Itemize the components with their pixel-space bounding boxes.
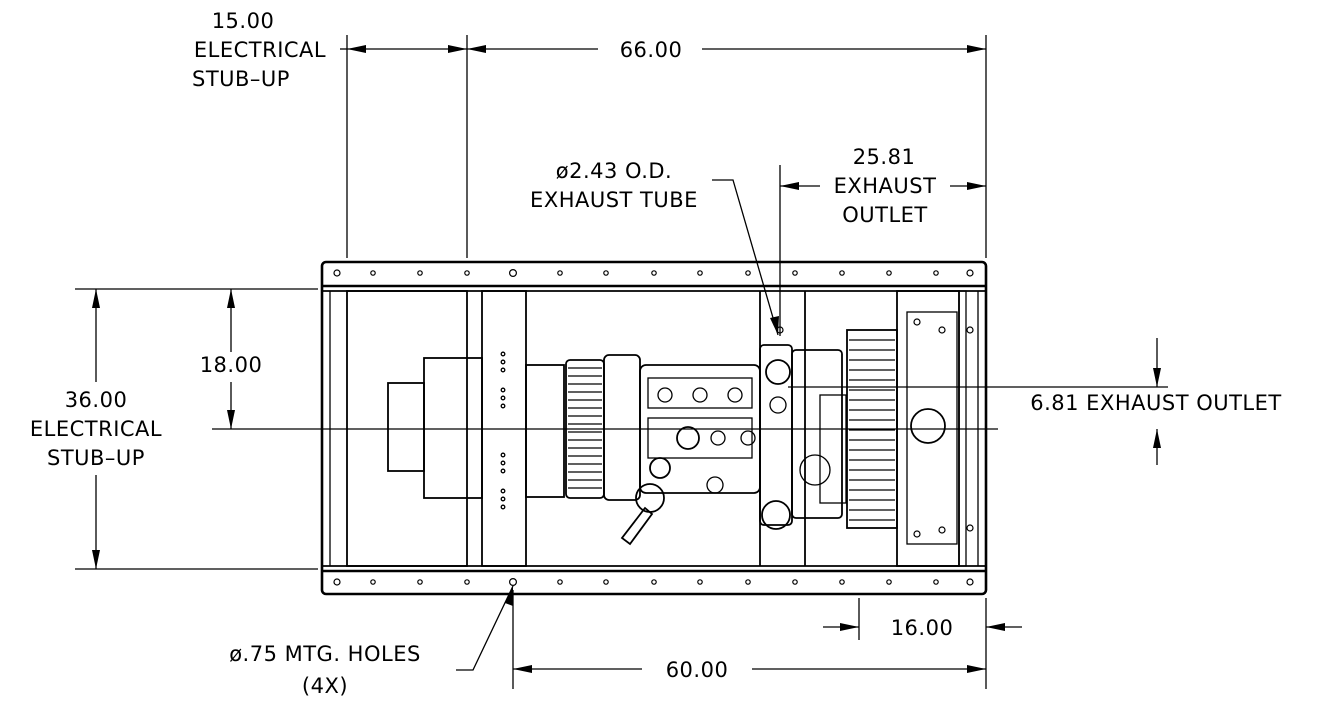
mtg-holes-line1: ø.75 MTG. HOLES — [229, 642, 421, 666]
dim-left-inner: 18.00 — [200, 289, 263, 429]
dim-left-overall-line2: STUB–UP — [47, 446, 145, 470]
base-frame — [320, 260, 988, 596]
bottom-extension-lines — [512, 590, 987, 689]
dim-top-overall-value: 66.00 — [620, 38, 683, 62]
dim-exhaust-outlet-x-value: 25.81 — [853, 145, 916, 169]
dim-left-overall-line1: ELECTRICAL — [30, 417, 162, 441]
dim-exhaust-outlet-x-line2: OUTLET — [842, 203, 928, 227]
dim-top-left-electrical: 15.00 ELECTRICAL STUB–UP — [192, 9, 467, 91]
left-extension-lines — [75, 288, 318, 570]
dim-top-left-value: 15.00 — [212, 9, 275, 33]
dim-left-inner-value: 18.00 — [200, 353, 263, 377]
mtg-holes-callout: ø.75 MTG. HOLES (4X) — [229, 585, 514, 698]
frame-holes — [333, 269, 974, 586]
dim-exhaust-outlet-y-label: 6.81 EXHAUST OUTLET — [1030, 391, 1281, 415]
dim-exhaust-outlet-x-line1: EXHAUST — [834, 174, 937, 198]
dim-exhaust-outlet-x: 25.81 EXHAUST OUTLET — [780, 145, 986, 227]
exhaust-tube — [776, 165, 784, 336]
dim-left-overall-value: 36.00 — [65, 388, 128, 412]
dim-bottom-overall-value: 60.00 — [666, 658, 729, 682]
dim-bottom-right-value: 16.00 — [891, 616, 954, 640]
mtg-holes-line2: (4X) — [302, 674, 348, 698]
exhaust-tube-line1: ø2.43 O.D. — [556, 159, 672, 183]
dim-left-overall: 36.00 ELECTRICAL STUB–UP — [30, 289, 162, 569]
dim-top-overall: 66.00 — [467, 38, 986, 62]
top-extension-lines — [346, 35, 987, 258]
engine — [565, 344, 847, 546]
dim-top-left-line2: STUB–UP — [192, 67, 290, 91]
dim-exhaust-outlet-y: 6.81 EXHAUST OUTLET — [788, 338, 1281, 465]
dim-top-left-line1: ELECTRICAL — [194, 38, 326, 62]
dim-bottom-overall: 60.00 — [513, 658, 986, 682]
exhaust-tube-callout: ø2.43 O.D. EXHAUST TUBE — [530, 159, 779, 336]
dim-bottom-right: 16.00 — [823, 616, 1022, 640]
exhaust-tube-line2: EXHAUST TUBE — [530, 188, 698, 212]
